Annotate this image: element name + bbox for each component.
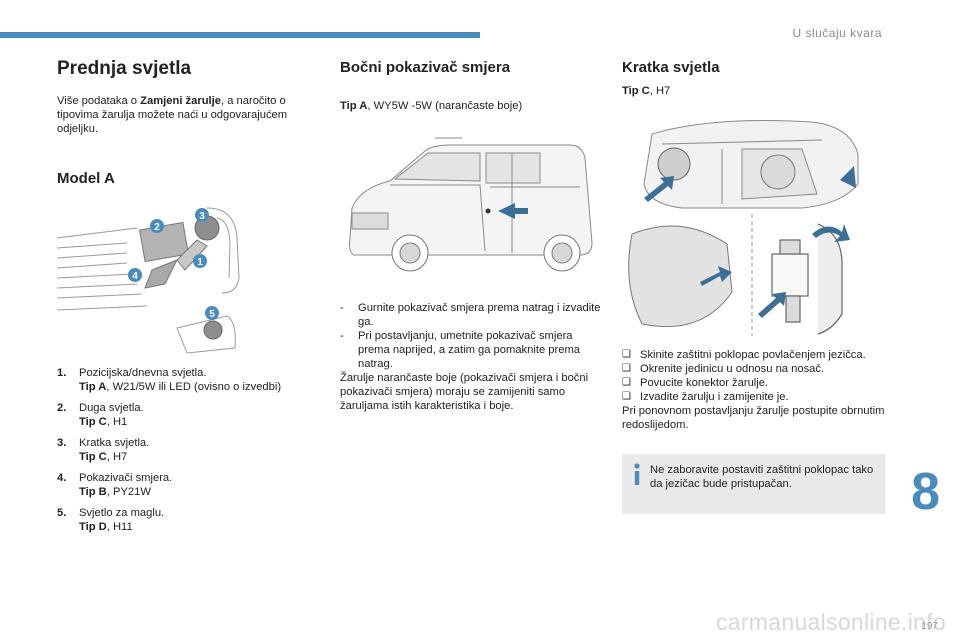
arrow-icon [758,292,786,318]
watermark: carmanualsonline.info [715,609,946,635]
column-low-beam: Kratka svjetla Tip C, H7 ❑Skinite zaštit… [622,55,885,514]
low-beam-diagram [628,120,859,336]
side-indicator-type: Tip A, WY5W -5W (narančaste boje) [340,100,523,112]
bulb-holder [771,253,809,297]
column-side-indicator: Bočni pokazivač smjera Tip A, WY5W -5W (… [340,55,602,413]
bulb-list: 1.Pozicijska/dnevna svjetla.Tip A, W21/5… [57,366,315,534]
callout-1: 1 [197,257,203,268]
side-indicator-lamp [485,208,491,214]
side-indicator-steps: -Gurnite pokazivač smjera prema natrag i… [340,301,602,371]
rotate-arrow-icon [812,224,850,242]
headlamp-reflector [760,154,796,190]
header-accent-bar [0,32,480,38]
low-beam-closing: Pri ponovnom postavljanju žarulje postup… [622,405,885,431]
callout-3: 3 [199,211,205,222]
info-note: Ne zaboravite postaviti zaštitni poklopa… [622,454,885,514]
column-front-lights: Prednja svjetla Više podataka o Zamjeni … [57,55,315,541]
list-item: 5.Svjetlo za maglu.Tip D, H11 [57,507,165,533]
chapter-tab-number: 8 [911,463,940,521]
arrow-icon [700,266,732,286]
position-lamp [176,239,208,271]
info-note-text: Ne zaboravite postaviti zaštitni poklopa… [650,464,874,490]
list-item: ❑Okrenite jedinicu u odnosu na nosač. [622,363,825,375]
van-diagram [349,137,593,272]
callout-2-badge [150,219,164,233]
side-indicator-title: Bočni pokazivač smjera [340,59,511,76]
list-item: ❑Skinite zaštitni poklopac povlačenjem j… [622,349,866,361]
protective-cap [657,147,691,181]
list-item: 3.Kratka svjetla.Tip C, H7 [57,437,150,463]
list-item: 2.Duga svjetla.Tip C, H1 [57,402,144,428]
callout-1-badge [193,254,207,268]
intro-paragraph: Više podataka o Zamjeni žarulje, a naroč… [57,95,288,135]
model-title: Model A [57,170,115,187]
list-item: -Pri postavljanju, umetnite pokazivač sm… [340,330,580,370]
callout-5: 5 [209,309,215,320]
section-title: U slučaju kvara [792,26,882,40]
callout-4-badge [128,268,142,282]
side-indicator-note: Žarulje narančaste boje (pokazivači smje… [340,372,589,412]
callout-5-badge [205,306,219,320]
list-item: ❑Izvadite žarulju i zamijenite je. [622,391,789,403]
low-beam-title: Kratka svjetla [622,59,720,76]
callout-4: 4 [132,271,138,282]
list-item: 4.Pokazivači smjera.Tip B, PY21W [57,472,173,498]
indicator-lamp [144,259,179,289]
fog-lamp [203,320,223,340]
front-lights-diagram: 1 2 3 4 5 [57,207,240,354]
low-beam-steps: ❑Skinite zaštitni poklopac povlačenjem j… [622,348,885,404]
page-number: 197 [921,621,938,632]
page-title: Prednja svjetla [57,58,192,79]
intro-link-bulbs[interactable]: Zamjeni žarulje [140,95,221,107]
info-icon [634,463,640,485]
arrow-icon [840,166,856,188]
list-item: ❑Povucite konektor žarulje. [622,377,769,389]
arrow-icon [644,176,674,202]
low-beam-type: Tip C, H7 [622,85,671,97]
list-item: -Gurnite pokazivač smjera prema natrag i… [340,302,601,328]
callout-3-badge [195,208,209,222]
callout-2: 2 [154,222,160,233]
cap-removed [628,225,733,328]
list-item: 1.Pozicijska/dnevna svjetla.Tip A, W21/5… [57,367,282,393]
arrow-icon [498,203,528,219]
